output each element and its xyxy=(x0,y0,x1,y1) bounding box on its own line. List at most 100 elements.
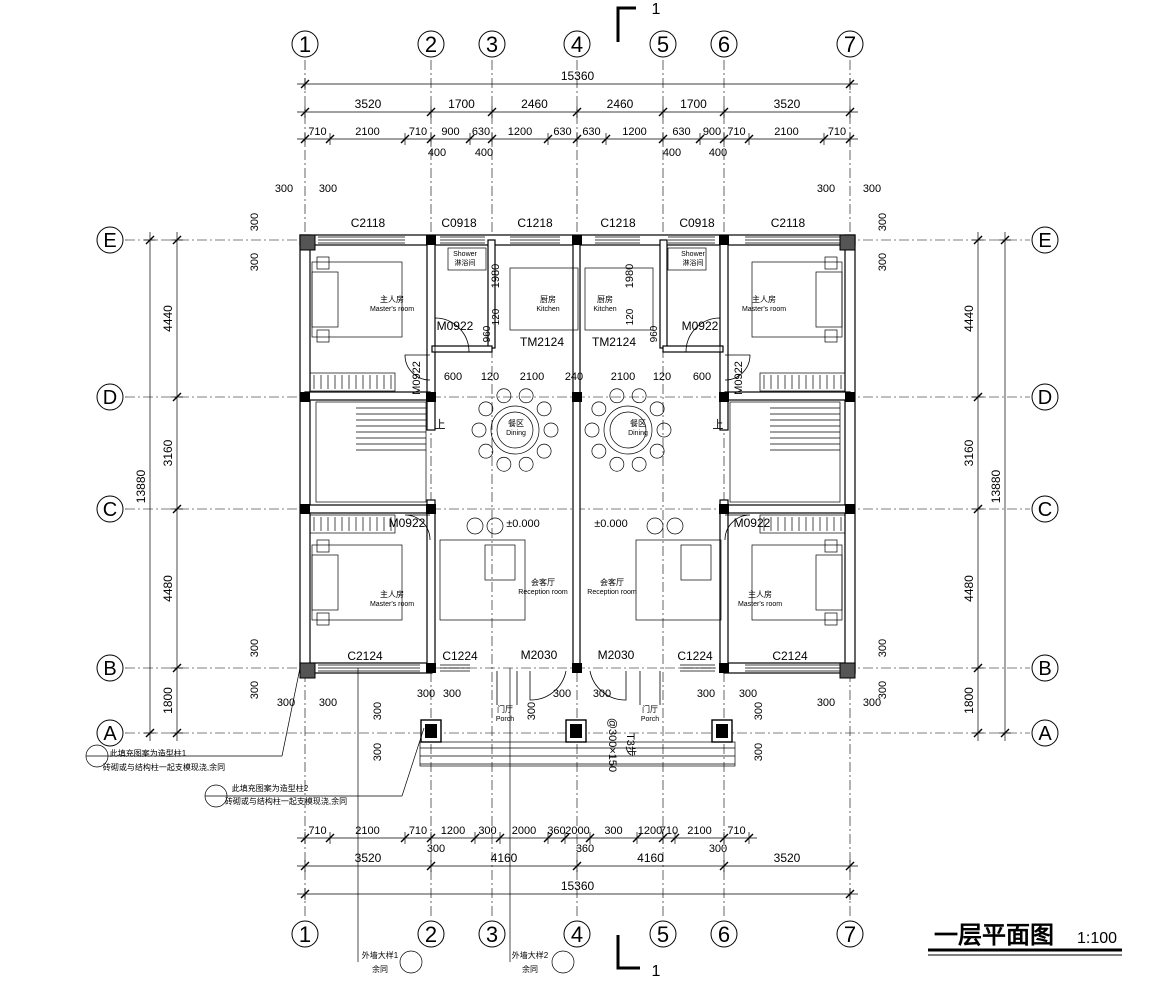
inner-dim: 2100 xyxy=(520,371,544,383)
room-label-master-cn: 主人房 xyxy=(748,589,772,599)
door-leaf xyxy=(496,671,518,705)
dim-bottom-row2-text: 3520 xyxy=(355,851,382,865)
room-label-shower-en: Shower xyxy=(453,251,477,258)
room-label-dining-en: Dining xyxy=(628,430,648,437)
dining-chair xyxy=(584,422,600,438)
dining-chair xyxy=(609,388,625,404)
wall xyxy=(659,239,668,349)
bed xyxy=(751,544,843,621)
dim-top-row2-text: 2100 xyxy=(355,126,379,138)
structural-column xyxy=(845,504,855,514)
axis-bubble-col xyxy=(649,920,677,948)
shower-label-box xyxy=(447,247,487,271)
room-label-dining-en: Dining xyxy=(506,430,526,437)
door-label-m0922-v: M0922 xyxy=(733,361,745,395)
nightstand xyxy=(824,329,838,343)
axis-bubble-col xyxy=(291,30,319,58)
axis-label-row: A xyxy=(1038,723,1052,745)
door-swing xyxy=(589,670,627,701)
wall xyxy=(844,234,856,674)
dim-side-300: 300 xyxy=(877,639,889,657)
room-label-master-cn: 主人房 xyxy=(380,589,404,599)
porch-dim-h: 300 xyxy=(277,697,295,709)
dim-top-row1-text: 1700 xyxy=(680,97,707,111)
dim-top-row2-text: 630 xyxy=(582,126,600,138)
dim-top-row1-text: 2460 xyxy=(521,97,548,111)
axis-label-col: 6 xyxy=(718,922,730,947)
door-label-m0922-v: M0922 xyxy=(411,361,423,395)
dim-top-row2-text: 630 xyxy=(472,126,490,138)
structural-column xyxy=(719,504,729,514)
inner-dim: 120 xyxy=(481,371,499,383)
room-label-kitchen-en: Kitchen xyxy=(536,306,559,313)
stair-up-label: 上 xyxy=(713,418,724,431)
axis-bubble-col xyxy=(563,920,591,948)
dining-table-inner xyxy=(496,411,534,449)
door-leaf xyxy=(639,671,661,705)
note-2: 此填充图案为造型柱2 xyxy=(232,783,309,793)
room-label-master-en: Master's room xyxy=(738,601,782,608)
section-mark-top xyxy=(616,6,636,42)
axis-bubble-col xyxy=(710,30,738,58)
reception-table xyxy=(680,544,712,581)
structural-column xyxy=(426,235,436,245)
porch-step-dim: @300×150 xyxy=(606,718,618,772)
staircase xyxy=(729,401,841,503)
dining-chair xyxy=(631,456,647,472)
dim-right-inner-text: 4440 xyxy=(962,305,976,332)
wall xyxy=(724,504,851,514)
door-swing xyxy=(404,354,431,381)
dim-bottom-row1-text: 2100 xyxy=(355,825,379,837)
porch-dim-h: 300 xyxy=(319,697,337,709)
bed-pillow xyxy=(815,271,843,328)
chair xyxy=(666,517,684,535)
dimension-lines xyxy=(144,78,1011,900)
axis-bubble-col xyxy=(291,920,319,948)
dim-bottom-row1-text: 710 xyxy=(409,825,427,837)
wall xyxy=(304,504,431,514)
room-label-dining-cn: 餐区 xyxy=(508,419,524,428)
wall-detail-symbol-1 xyxy=(399,950,423,974)
dining-chair xyxy=(631,388,647,404)
dim-bottom-row1-text: 710 xyxy=(308,825,326,837)
axis-bubble-row xyxy=(96,719,124,747)
door-label-tm2124: TM2124 xyxy=(592,335,636,349)
structural-column xyxy=(719,663,729,673)
window-label-top: C2118 xyxy=(771,216,806,230)
dim-top-row2-text: 710 xyxy=(828,126,846,138)
window-label-top: C2118 xyxy=(351,216,386,230)
staircase xyxy=(315,401,427,503)
window-label-bottom: C2124 xyxy=(347,649,383,663)
nightstand xyxy=(824,612,838,626)
axis-bubble-row xyxy=(1031,226,1059,254)
wall xyxy=(572,239,581,671)
wall-detail-symbol-2 xyxy=(551,950,575,974)
feature-column-1 xyxy=(839,662,856,679)
feature-column-1 xyxy=(299,234,316,251)
inner-dim-960: 960 xyxy=(482,325,493,342)
door-swing xyxy=(724,514,751,541)
note-1b: 砖砌或与结构柱一起支模现浇,余同 xyxy=(103,762,225,772)
drawing-title: 一层平面图 xyxy=(934,921,1054,949)
door-label-m0922: M0922 xyxy=(734,516,771,530)
axis-bubble-col xyxy=(563,30,591,58)
axis-bubble-row xyxy=(1031,383,1059,411)
room-label-master-cn: 主人房 xyxy=(752,294,776,304)
axis-bubble-col xyxy=(836,920,864,948)
axis-label-col: 2 xyxy=(425,922,437,947)
dining-chair xyxy=(471,422,487,438)
inner-dim: 120 xyxy=(653,371,671,383)
level-label: ±0.000 xyxy=(594,518,628,530)
porch-step-code: T3步 xyxy=(624,733,637,757)
dim-sub-400: 400 xyxy=(663,147,681,159)
wall xyxy=(299,234,311,674)
axis-bubble-row xyxy=(96,226,124,254)
porch-step-block xyxy=(419,741,736,767)
door-label-m0922: M0922 xyxy=(682,319,719,333)
dining-chair xyxy=(518,456,534,472)
dim-bottom-row1-text: 710 xyxy=(660,825,678,837)
porch-dim: 300 xyxy=(372,702,384,720)
structural-column xyxy=(426,504,436,514)
porch-dim-h: 300 xyxy=(697,688,715,700)
